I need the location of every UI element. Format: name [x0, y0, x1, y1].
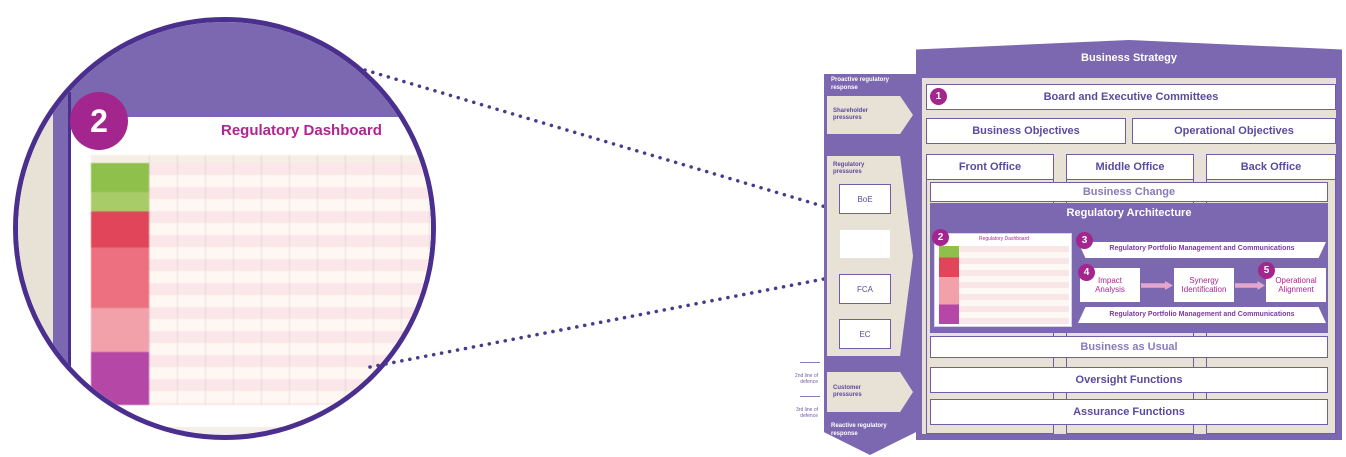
portfolio-badge: 3	[1076, 232, 1093, 249]
regulator-blank	[839, 229, 891, 259]
proactive-label: Proactive regulatory response	[831, 77, 890, 91]
zoom-left-line	[68, 92, 71, 435]
zoom-left-strip	[18, 92, 53, 435]
operational-alignment: Operational Alignment	[1266, 268, 1326, 302]
impact-badge: 4	[1078, 264, 1095, 281]
mini-dashboard-grid	[939, 246, 1069, 324]
regulatory-block: Regulatory pressures BoE FCA EC	[827, 156, 913, 356]
pressures-column: Proactive regulatory response Shareholde…	[824, 74, 916, 455]
middle-office: Middle Office	[1066, 154, 1194, 180]
mini-dashboard-title: Regulatory Dashboard	[978, 236, 1030, 242]
customer-arrow: Customer pressures	[827, 372, 913, 412]
reactive-label: Reactive regulatory response	[831, 423, 887, 437]
zoom-dashboard-panel: Regulatory Dashboard	[71, 117, 431, 427]
customer-label: Customer pressures	[833, 385, 862, 398]
board-label: Board and Executive Committees	[1043, 91, 1219, 103]
zoom-grid-rows	[149, 163, 431, 405]
business-as-usual: Business as Usual	[930, 336, 1328, 358]
alignment-badge: 5	[1258, 262, 1275, 279]
line-3-label: 3rd line of defence	[796, 407, 818, 419]
back-office: Back Office	[1206, 154, 1336, 180]
portfolio-top-label: Regulatory Portfolio Management and Comm…	[1109, 245, 1295, 252]
zoom-dashboard-grid	[91, 155, 431, 405]
line-2-label: 2nd line of defence	[794, 373, 818, 385]
mini-dashboard-colors	[939, 246, 959, 324]
arrow-synergy-alignment	[1235, 281, 1265, 290]
connector-top	[363, 68, 932, 240]
regulator-fca: FCA	[839, 274, 891, 304]
business-change: Business Change	[930, 182, 1328, 202]
business-objectives: Business Objectives	[926, 118, 1126, 144]
reg-arch-title: Regulatory Architecture	[1066, 207, 1192, 219]
strategy-header-label: Business Strategy	[1081, 52, 1177, 64]
portfolio-bottom-banner	[1078, 307, 1326, 323]
oversight-functions: Oversight Functions	[930, 367, 1328, 393]
board-badge: 1	[930, 88, 947, 105]
line-divider-b	[800, 396, 820, 397]
synergy-identification: Synergy Identification	[1174, 268, 1234, 302]
zoom-dashboard-title: Regulatory Dashboard	[221, 122, 382, 139]
mini-dashboard: Regulatory Dashboard	[934, 233, 1072, 327]
portfolio-bottom-label: Regulatory Portfolio Management and Comm…	[1109, 311, 1295, 318]
regulator-ec: EC	[839, 319, 891, 349]
regulatory-label: Regulatory pressures	[833, 162, 865, 175]
front-office: Front Office	[926, 154, 1054, 180]
arrow-impact-synergy	[1141, 281, 1173, 290]
shareholder-arrow: Shareholder pressures	[827, 96, 913, 134]
assurance-functions: Assurance Functions	[930, 399, 1328, 425]
operational-objectives: Operational Objectives	[1132, 118, 1336, 144]
zoom-circle: Regulatory Dashboard 2	[13, 17, 436, 440]
regulator-boe: BoE	[839, 184, 891, 214]
zoom-row-color-column	[91, 163, 149, 405]
portfolio-top-banner	[1078, 242, 1326, 258]
board-box: Board and Executive Committees	[926, 84, 1336, 110]
dashboard-badge: 2	[932, 229, 949, 246]
zoom-grid-cols	[149, 155, 431, 405]
shareholder-label: Shareholder pressures	[833, 108, 869, 121]
zoom-badge: 2	[70, 92, 128, 150]
line-divider-a	[800, 362, 820, 363]
zoom-left-purple	[53, 92, 68, 435]
